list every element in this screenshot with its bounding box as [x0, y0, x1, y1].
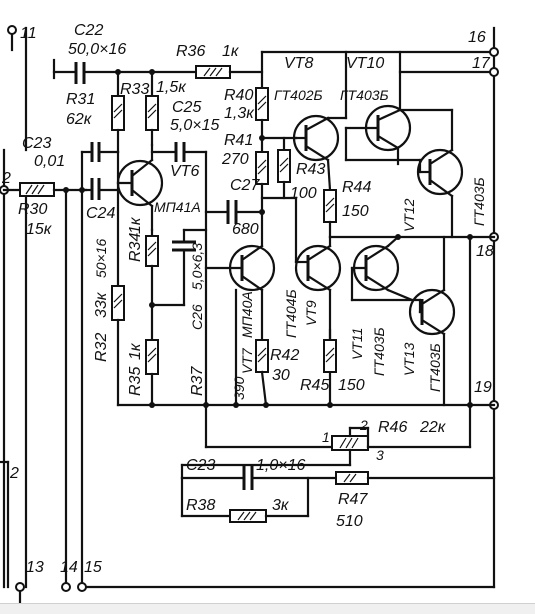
label-vt12: VT12 — [401, 198, 417, 232]
label-r41-value: 270 — [221, 151, 249, 168]
label-vt7-type: МП40А — [239, 291, 255, 338]
label-r42-value: 30 — [272, 367, 290, 384]
label-vt6: VT6 — [170, 163, 199, 180]
label-vt10-type: ГТ403Б — [340, 87, 389, 103]
label-r46: R46 — [378, 419, 407, 436]
label-r43-value: 100 — [290, 185, 317, 202]
label-c25: C25 — [172, 99, 201, 116]
label-r32-value: 33к — [93, 291, 110, 318]
label-vt11-type: ГТ403Б — [371, 327, 387, 376]
label-terminal-18: 18 — [476, 243, 494, 260]
component-labels: 11 16 17 18 19 2 2 13 14 15 C22 50,0×16 … — [1, 22, 494, 576]
label-terminal-2: 2 — [1, 170, 11, 187]
label-terminal-11: 11 — [20, 25, 37, 42]
transistor-vt6 — [116, 142, 208, 407]
label-vt13: VT13 — [401, 342, 417, 376]
label-r34-value: 1к — [127, 216, 144, 234]
label-r37: R37 — [189, 366, 206, 396]
label-r47-value: 510 — [336, 513, 363, 530]
label-r46-value: 22к — [419, 419, 447, 436]
label-r40: R40 — [224, 87, 253, 104]
label-vt8: VT8 — [284, 55, 313, 72]
label-r35: R35 — [127, 367, 144, 396]
label-vt10: VT10 — [346, 55, 384, 72]
terminals — [0, 25, 499, 592]
label-c25-value: 5,0×15 — [170, 117, 219, 134]
label-vt7: VT7 — [239, 347, 255, 374]
label-r41: R41 — [224, 132, 253, 149]
label-r40-value: 1,3к — [224, 105, 255, 122]
label-c22-value: 50,0×16 — [68, 41, 126, 58]
label-r45-value: 150 — [338, 377, 365, 394]
label-c27: C27 — [230, 177, 260, 194]
label-r46-pin1: 1 — [322, 429, 330, 445]
terminal-11 — [7, 25, 17, 35]
label-r31-value: 62к — [66, 111, 93, 128]
label-r30-value: 15к — [26, 221, 53, 238]
label-terminal-17: 17 — [472, 55, 491, 72]
input-stage — [2, 142, 120, 200]
predriver-stage — [255, 87, 348, 239]
label-c24: C24 — [86, 205, 115, 222]
outer-wiring — [0, 26, 496, 605]
label-vt8-type: ГТ402Б — [274, 87, 323, 103]
terminal-14 — [61, 582, 71, 592]
label-r46-pin2: 2 — [359, 417, 368, 433]
label-terminal-13: 13 — [26, 559, 44, 576]
label-r43: R43 — [296, 161, 325, 178]
label-r47: R47 — [338, 491, 368, 508]
label-r44-value: 150 — [342, 203, 369, 220]
label-vt13-type: ГТ403Б — [427, 343, 443, 392]
label-r38: R38 — [186, 497, 215, 514]
bottom-bar — [0, 603, 535, 614]
label-r30: R30 — [18, 201, 47, 218]
label-r45: R45 — [300, 377, 329, 394]
label-terminal-14: 14 — [60, 559, 78, 576]
terminal-15 — [77, 582, 87, 592]
feedback-network — [180, 403, 496, 523]
label-r31: R31 — [66, 91, 95, 108]
terminal-16 — [489, 47, 499, 57]
label-vt12-type: ГТ403Б — [471, 177, 487, 226]
label-r36: R36 — [176, 43, 205, 60]
label-c23-bottom: C23 — [186, 457, 215, 474]
label-c26: C26 — [189, 304, 205, 330]
label-c23-bottom-value: 1,0×16 — [256, 457, 305, 474]
label-r32: R32 — [93, 333, 110, 362]
label-terminal-16: 16 — [468, 29, 486, 46]
label-r44: R44 — [342, 179, 371, 196]
label-vt9: VT9 — [303, 300, 319, 326]
label-terminal-19: 19 — [474, 379, 492, 396]
label-r42: R42 — [270, 347, 299, 364]
predriver-bottom — [255, 196, 342, 407]
label-terminal-2b: 2 — [9, 465, 19, 482]
label-c27-value: 680 — [232, 221, 259, 238]
label-r33: R33 — [120, 81, 149, 98]
label-c22: C22 — [74, 22, 103, 39]
label-r46-pin3: 3 — [376, 447, 384, 463]
label-r33-value: 1,5к — [156, 79, 187, 96]
terminal-13 — [15, 582, 25, 592]
label-vt6-type: МП41А — [154, 199, 201, 215]
label-vt11: VT11 — [349, 328, 365, 360]
label-vt9-type: ГТ404Б — [283, 289, 299, 338]
label-c24-value: 50×16 — [93, 238, 109, 278]
label-r34: R34 — [127, 233, 144, 262]
label-r36-value: 1к — [222, 43, 240, 60]
label-c23-top-value: 0,01 — [34, 153, 65, 170]
output-bottom — [350, 235, 472, 407]
label-c26-value: 5,0×6,3 — [189, 243, 205, 290]
label-r35-value: 1к — [127, 342, 144, 360]
bias-network — [52, 58, 264, 154]
terminal-17 — [489, 67, 499, 77]
label-terminal-15: 15 — [84, 559, 102, 576]
label-r37-value: 390 — [231, 376, 247, 400]
label-c23-top: C23 — [22, 135, 51, 152]
label-r38-value: 3к — [272, 497, 290, 514]
